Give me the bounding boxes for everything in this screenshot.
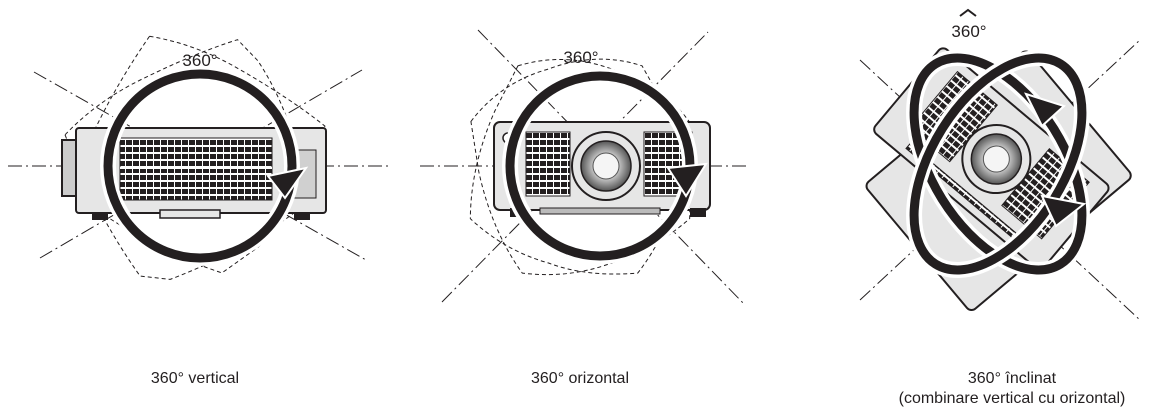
projector-front-view [493,121,711,217]
rotation-ghost-outlines [469,58,691,276]
angle-label: 360° [563,48,599,67]
caption: 360° orizontal [531,369,629,389]
projector-vertical-illustration [8,35,392,280]
caption: 360° vertical [151,369,239,389]
projector-tilted-illustration [859,8,1141,321]
rotation-arrow-head-icon [1040,194,1087,228]
panel-tilted: 360° 360° înclinat (combinare vertical c… [820,0,1165,412]
projector-side-view [61,127,327,220]
caption-main: 360° înclinat [967,370,1057,387]
caption-main: 360° orizontal [530,370,630,387]
rotation-arrow-head-icon [666,162,708,198]
caption-main: 360° vertical [150,370,240,387]
rotation-ring-vertical [100,66,309,266]
rotation-ring-horizontal [502,68,708,264]
rotation-arrow-head-icon [266,166,309,200]
caption: 360° înclinat (combinare vertical cu ori… [899,369,1126,409]
angle-label: 360° [951,22,987,41]
rotation-axes [859,39,1141,321]
caret-up-icon [959,8,977,17]
rotation-rings-tilted [906,49,1090,279]
rotation-arrow-head-icon [1024,92,1066,128]
caption-sub: (combinare vertical cu orizontal) [898,390,1126,407]
panel-horizontal: 360° 360° orizontal [400,0,770,412]
angle-label: 360° [182,51,218,70]
projector-horizontal-illustration [420,29,750,306]
panel-vertical: 360° 360° vertical [0,0,392,412]
